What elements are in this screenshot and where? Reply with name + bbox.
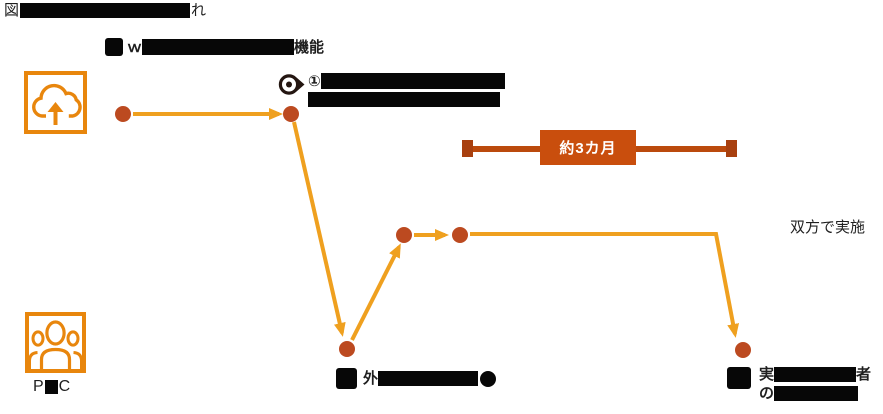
redacted-text-bar <box>378 371 479 386</box>
target-pin-icon <box>278 74 305 95</box>
both-parties-note: 双方で実施 <box>790 219 866 236</box>
footnote-mid: 外 <box>336 368 497 389</box>
footnote-mid-prefix: 外 <box>363 370 379 387</box>
redacted-text-bar <box>320 73 505 89</box>
redacted-text-bar <box>142 39 295 55</box>
figure-title-prefix: 図 <box>4 2 20 19</box>
flow-node-6 <box>735 342 751 358</box>
black-square-icon <box>105 38 123 56</box>
figure-title: 図 れ <box>4 3 206 18</box>
redacted-text-bar <box>44 380 58 394</box>
duration-left-cap <box>462 140 473 157</box>
redacted-text-bar <box>774 386 859 401</box>
flow-segment-2 <box>292 121 346 337</box>
duration-label-box: 約3カ月 <box>540 130 636 165</box>
duration-right-cap <box>726 140 737 157</box>
flow-node-4 <box>396 227 412 243</box>
flow-node-5 <box>452 227 468 243</box>
actor-prefix: P <box>33 378 44 395</box>
black-square-icon <box>336 368 357 389</box>
upload-feature-label: ｗ 機能 <box>105 38 324 56</box>
footnote-right-line1-suffix: 者 <box>856 366 872 383</box>
actor-label: P C <box>33 379 70 395</box>
redacted-text-bar <box>20 3 191 18</box>
cloud-upload-icon <box>24 71 87 134</box>
upload-feature-suffix: 機能 <box>294 38 325 56</box>
flow-node-3 <box>339 341 355 357</box>
upload-feature-prefix: ｗ <box>127 38 143 56</box>
actor-suffix: C <box>58 378 71 395</box>
flow-node-2 <box>283 106 299 122</box>
black-square-icon <box>727 367 751 389</box>
redacted-text-bar <box>774 367 857 382</box>
flow-node-1 <box>115 106 131 122</box>
footnote-right: 実 者 の <box>727 367 871 401</box>
flow-segment-3 <box>350 243 401 341</box>
people-group-icon <box>25 312 86 373</box>
redacted-text-bar <box>308 92 500 107</box>
figure-title-suffix: れ <box>191 2 207 19</box>
flow-segment-5 <box>470 232 740 338</box>
duration-label: 約3カ月 <box>559 140 617 157</box>
footnote-right-line1-prefix: 実 <box>759 366 775 383</box>
scan-step-label: ① <box>308 73 505 107</box>
redacted-circle <box>480 370 497 387</box>
scan-step-line1-prefix: ① <box>308 72 321 90</box>
footnote-right-line2-prefix: の <box>759 385 775 402</box>
